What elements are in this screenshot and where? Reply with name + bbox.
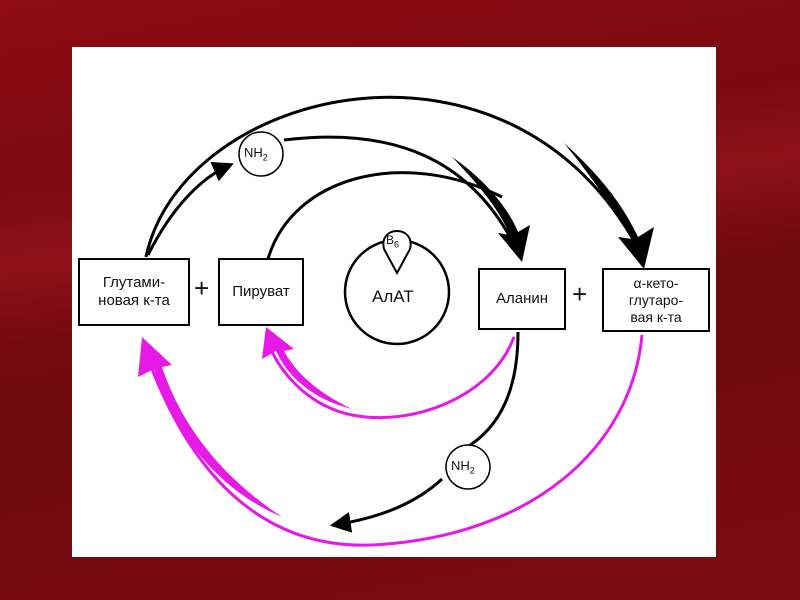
- alanine-box: Аланин: [478, 268, 566, 330]
- glutamate-line-1: Глутами-: [102, 274, 166, 291]
- nh2-top-label: NH2: [244, 145, 268, 163]
- enzyme-label: АлАТ: [372, 287, 414, 306]
- diagram-panel: Глутами- новая к-та + Пируват Аланин + α…: [72, 47, 716, 557]
- glutamate-line-2: новая к-та: [98, 292, 170, 309]
- ketoglutarate-line-2: глутаро-: [628, 291, 684, 308]
- arrowhead-ketoglutarate: [564, 143, 654, 269]
- nh2-bottom-main: NH: [451, 458, 470, 473]
- arrowhead-glutamate: [138, 337, 282, 517]
- arrow-glutamate-to-ketoglutarate: [144, 95, 642, 258]
- nh2-bottom-label: NH2: [451, 458, 475, 476]
- nh2-bottom-circle: [445, 444, 491, 490]
- nh2-bottom-sub: 2: [469, 465, 475, 476]
- ketoglutarate-line-3: вая к-та: [630, 308, 682, 325]
- arrowhead-pyruvate: [262, 327, 352, 409]
- cofactor-main: B: [386, 233, 395, 247]
- arrow-glutamate-to-nh2: [146, 161, 234, 256]
- arrow-ketoglutarate-to-glutamate: [142, 334, 644, 547]
- cofactor-sub: 6: [394, 239, 400, 250]
- plus-sign-left: +: [194, 273, 210, 303]
- cofactor-pin: [382, 230, 412, 276]
- cofactor-label: B6: [386, 233, 399, 249]
- arrow-alanine-to-pyruvate: [266, 336, 516, 420]
- arrow-nh2-to-alanine: [283, 135, 520, 253]
- pyruvate-box: Пируват: [218, 258, 304, 326]
- diagram-arrows: [138, 95, 654, 547]
- arrow-alanine-to-nh2-bottom: [463, 331, 520, 451]
- nh2-top-sub: 2: [262, 152, 268, 163]
- nh2-top-main: NH: [244, 145, 263, 160]
- arrow-pyruvate-to-alanine: [266, 171, 503, 260]
- nh2-top-circle: [238, 131, 284, 177]
- pyruvate-label: Пируват: [232, 283, 290, 300]
- arrow-nh2-to-lower: [329, 477, 444, 533]
- ketoglutarate-line-1: α-кето-: [633, 274, 679, 291]
- alanine-label: Аланин: [495, 290, 549, 307]
- glutamate-box: Глутами- новая к-та: [78, 258, 190, 326]
- ketoglutarate-box: α-кето- глутаро- вая к-та: [602, 268, 710, 332]
- arrowhead-alanine-top: [452, 157, 530, 262]
- plus-sign-right: +: [572, 279, 588, 309]
